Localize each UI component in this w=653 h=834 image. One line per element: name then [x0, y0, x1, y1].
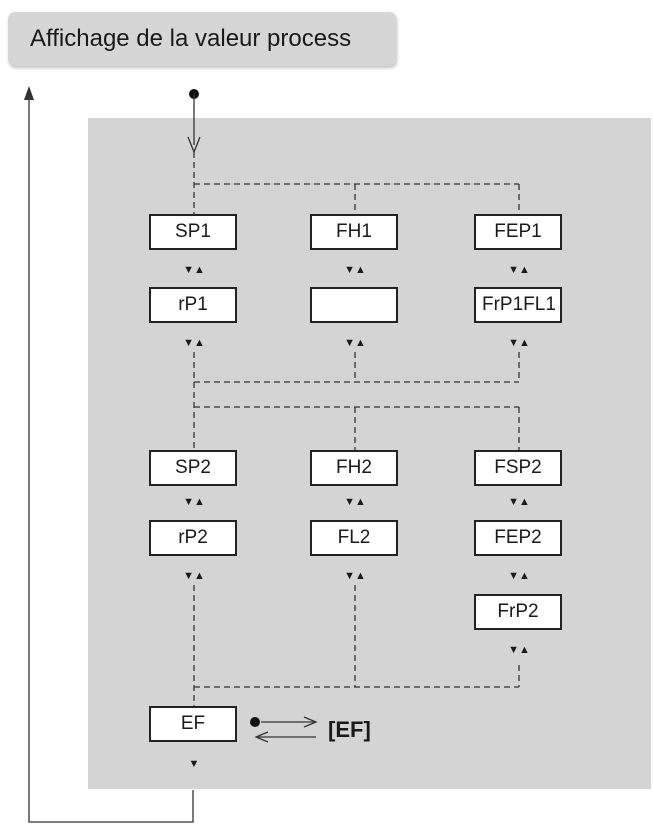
- process-value-label: Affichage de la valeur process: [30, 25, 352, 52]
- node-fep1-label: FEP1: [494, 221, 542, 242]
- arrows-fsp2-fep2: ▼▲: [508, 496, 530, 508]
- node-rp2[interactable]: rP2: [149, 520, 237, 556]
- node-sp2-label: SP2: [175, 457, 211, 478]
- return-arrowhead: [24, 86, 34, 100]
- node-fl2[interactable]: FL2: [310, 520, 398, 556]
- arrows-fh2-fl2: ▼▲: [344, 496, 366, 508]
- node-frp2-label: FrP2: [497, 601, 539, 622]
- node-frp1fl1-label: FrP1FL1: [482, 294, 556, 315]
- arrows-frp1-down: ▼▲: [508, 337, 530, 349]
- node-fsp2-label: FSP2: [494, 457, 542, 478]
- node-ef[interactable]: EF: [149, 706, 237, 742]
- arrows-sp1-rp1: ▼▲: [183, 264, 205, 276]
- node-fh1[interactable]: FH1: [310, 214, 398, 250]
- node-fl2-label: FL2: [337, 527, 371, 548]
- node-sp1-label: SP1: [175, 221, 211, 242]
- arrows-rp1-down: ▼▲: [183, 337, 205, 349]
- node-ef-label: EF: [180, 713, 206, 734]
- node-rp1-label: rP1: [178, 294, 208, 315]
- ef-dot: [250, 717, 260, 727]
- node-fh1-label: FH1: [336, 221, 372, 242]
- arrows-empty-down: ▼▲: [344, 337, 366, 349]
- node-sp1[interactable]: SP1: [149, 214, 237, 250]
- node-frp2[interactable]: FrP2: [474, 594, 562, 630]
- node-fep2[interactable]: FEP2: [474, 520, 562, 556]
- arrows-fh1-empty: ▼▲: [344, 264, 366, 276]
- arrows-fl2-down: ▼▲: [344, 570, 366, 582]
- ef-in-arrowhead: [254, 731, 269, 743]
- node-fh2-label: FH2: [336, 457, 372, 478]
- ef-submenu-label[interactable]: [EF]: [328, 717, 371, 742]
- dashed-connectors: [193, 152, 520, 706]
- arrows-rp2-down: ▼▲: [183, 570, 205, 582]
- arrows-sp2-rp2: ▼▲: [183, 496, 205, 508]
- node-rp2-label: rP2: [178, 527, 208, 548]
- arrows-fep1-frp1: ▼▲: [508, 264, 530, 276]
- node-rp1[interactable]: rP1: [149, 287, 237, 323]
- node-fep2-label: FEP2: [494, 527, 542, 548]
- arrows-fep2-frp2: ▼▲: [508, 570, 530, 582]
- return-line: [28, 92, 194, 823]
- node-frp1fl1[interactable]: FrP1FL1: [474, 287, 562, 323]
- ef-out-arrowhead: [303, 716, 318, 728]
- node-empty[interactable]: [310, 287, 398, 323]
- node-fsp2[interactable]: FSP2: [474, 450, 562, 486]
- node-fep1[interactable]: FEP1: [474, 214, 562, 250]
- arrows-frp2-down: ▼▲: [508, 644, 530, 656]
- node-fh2[interactable]: FH2: [310, 450, 398, 486]
- process-value-display: Affichage de la valeur process: [8, 12, 396, 66]
- node-sp2[interactable]: SP2: [149, 450, 237, 486]
- arrow-ef-down: ▼: [188, 758, 200, 770]
